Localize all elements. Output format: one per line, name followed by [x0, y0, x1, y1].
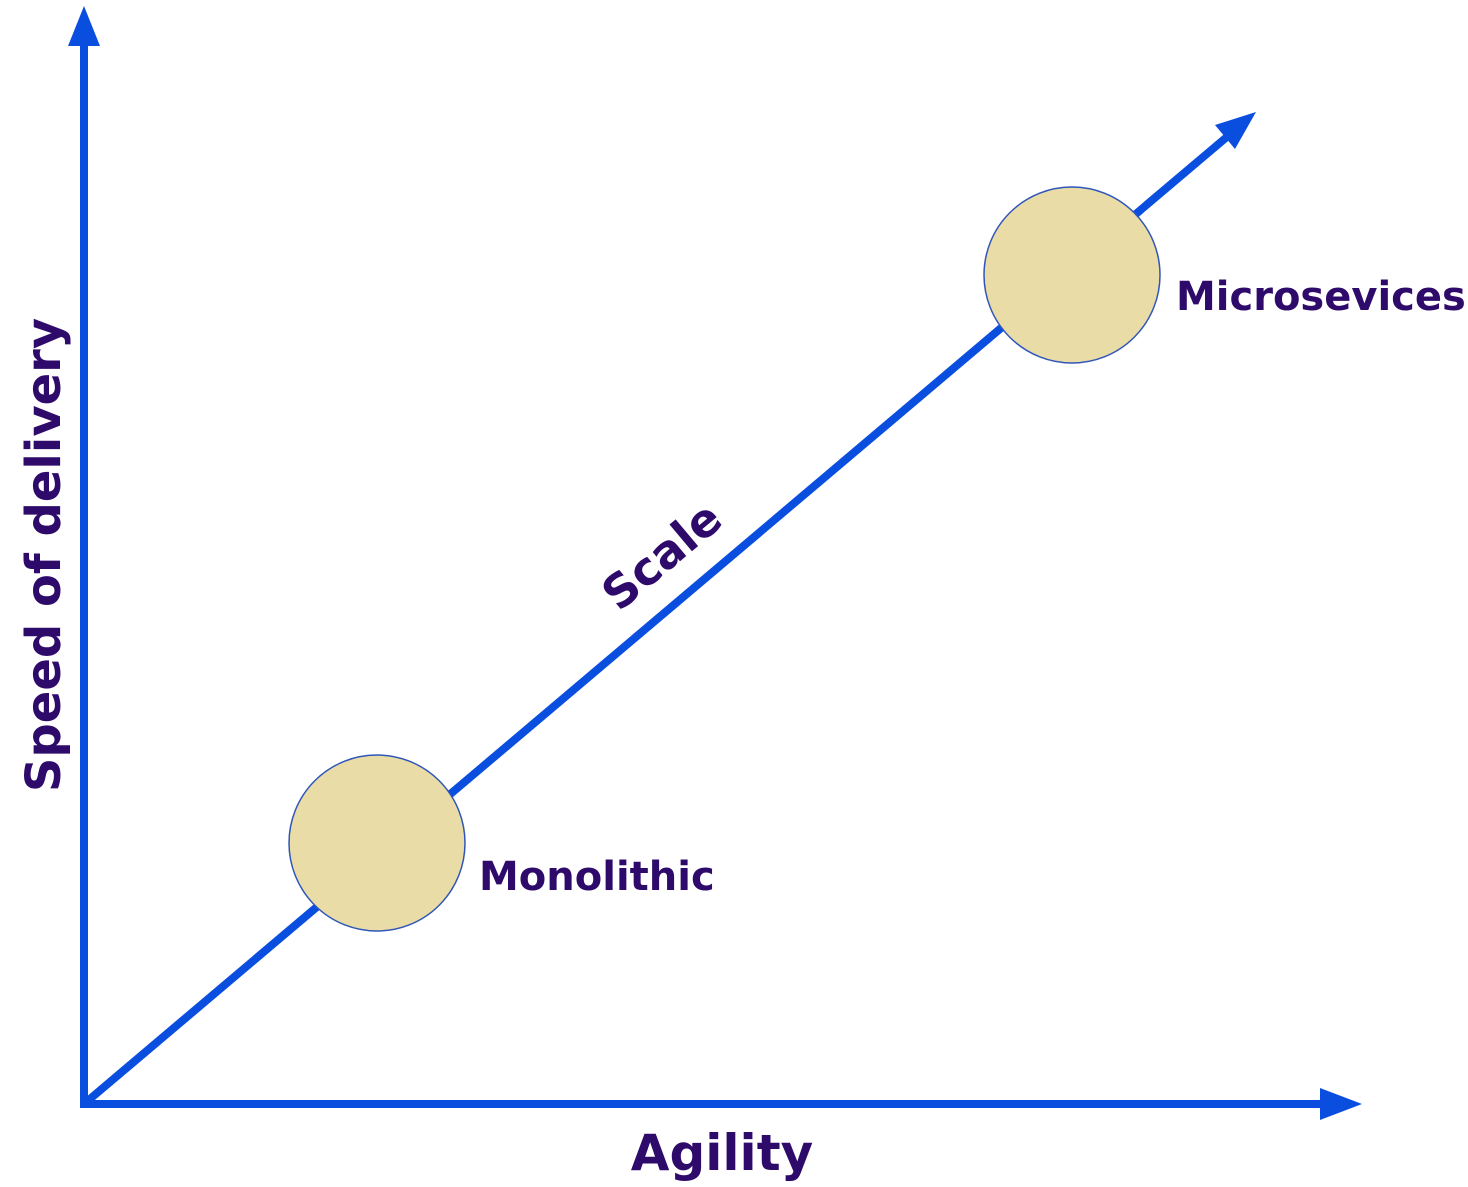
trend-label: Scale: [591, 491, 732, 621]
x-axis-label: Agility: [631, 1124, 813, 1182]
x-axis-arrowhead: [1320, 1088, 1362, 1120]
monolithic-label: Monolithic: [479, 854, 715, 900]
trend-arrowhead: [1215, 112, 1256, 149]
monolithic-node: [288, 754, 466, 932]
y-axis-arrowhead: [68, 6, 100, 46]
microservices-node: [983, 186, 1161, 364]
microservices-label: Microsevices: [1176, 274, 1466, 320]
y-axis: [68, 6, 100, 1105]
y-axis-label: Speed of delivery: [16, 318, 72, 792]
x-axis: [80, 1088, 1362, 1120]
